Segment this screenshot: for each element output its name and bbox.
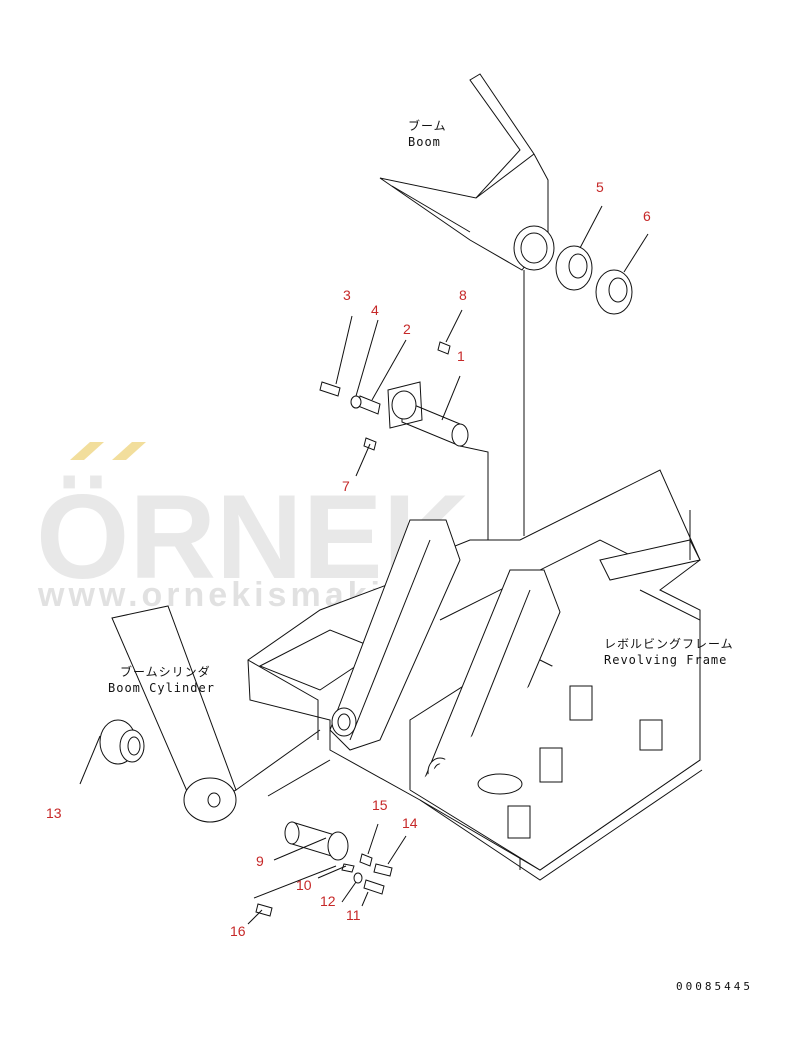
washer-13 [79,719,145,785]
boom-part [379,73,555,271]
boom-label-en: Boom [408,135,441,149]
drawing-code: 00085445 [676,980,753,993]
callout-13: 13 [46,805,62,821]
pin-10 [341,863,355,873]
callout-6: 6 [643,208,651,224]
callout-16: 16 [230,923,246,939]
revolving-frame [247,469,703,881]
washer-4 [350,395,362,409]
fitting-8 [437,341,451,355]
callout-7: 7 [342,478,350,494]
bolt-11 [363,879,385,895]
bolt-14 [373,863,393,877]
callout-2: 2 [403,321,411,337]
cylinder-pin-9 [284,821,349,861]
cylinder-label-en: Boom Cylinder [108,681,215,695]
boom-label-jp: ブーム [408,118,447,133]
frame-label-jp: レボルビングフレーム [604,637,734,651]
plate-2 [357,395,381,415]
boom-pin-1 [387,381,469,447]
callout-5: 5 [596,179,604,195]
callout-10: 10 [296,877,312,893]
callout-15: 15 [372,797,388,813]
callout-8: 8 [459,287,467,303]
bolt-3 [319,381,341,397]
callout-4: 4 [371,302,379,318]
callout-1: 1 [457,348,465,364]
washer-5 [555,245,593,291]
plate-15 [359,853,373,867]
callout-12: 12 [320,893,336,909]
boom-cylinder [111,605,237,823]
cylinder-label-jp: ブームシリンダ [120,664,211,679]
callout-3: 3 [343,287,351,303]
washer-12 [353,872,363,884]
callout-14: 14 [402,815,418,831]
frame-label-en: Revolving Frame [604,653,727,667]
leader-lines [247,205,649,925]
watermark: ÖRNEK www.ornekismakina.com.tr [36,442,569,614]
callout-9: 9 [256,853,264,869]
fitting-16 [253,865,337,917]
callout-11: 11 [346,907,361,923]
washer-6 [595,269,633,315]
